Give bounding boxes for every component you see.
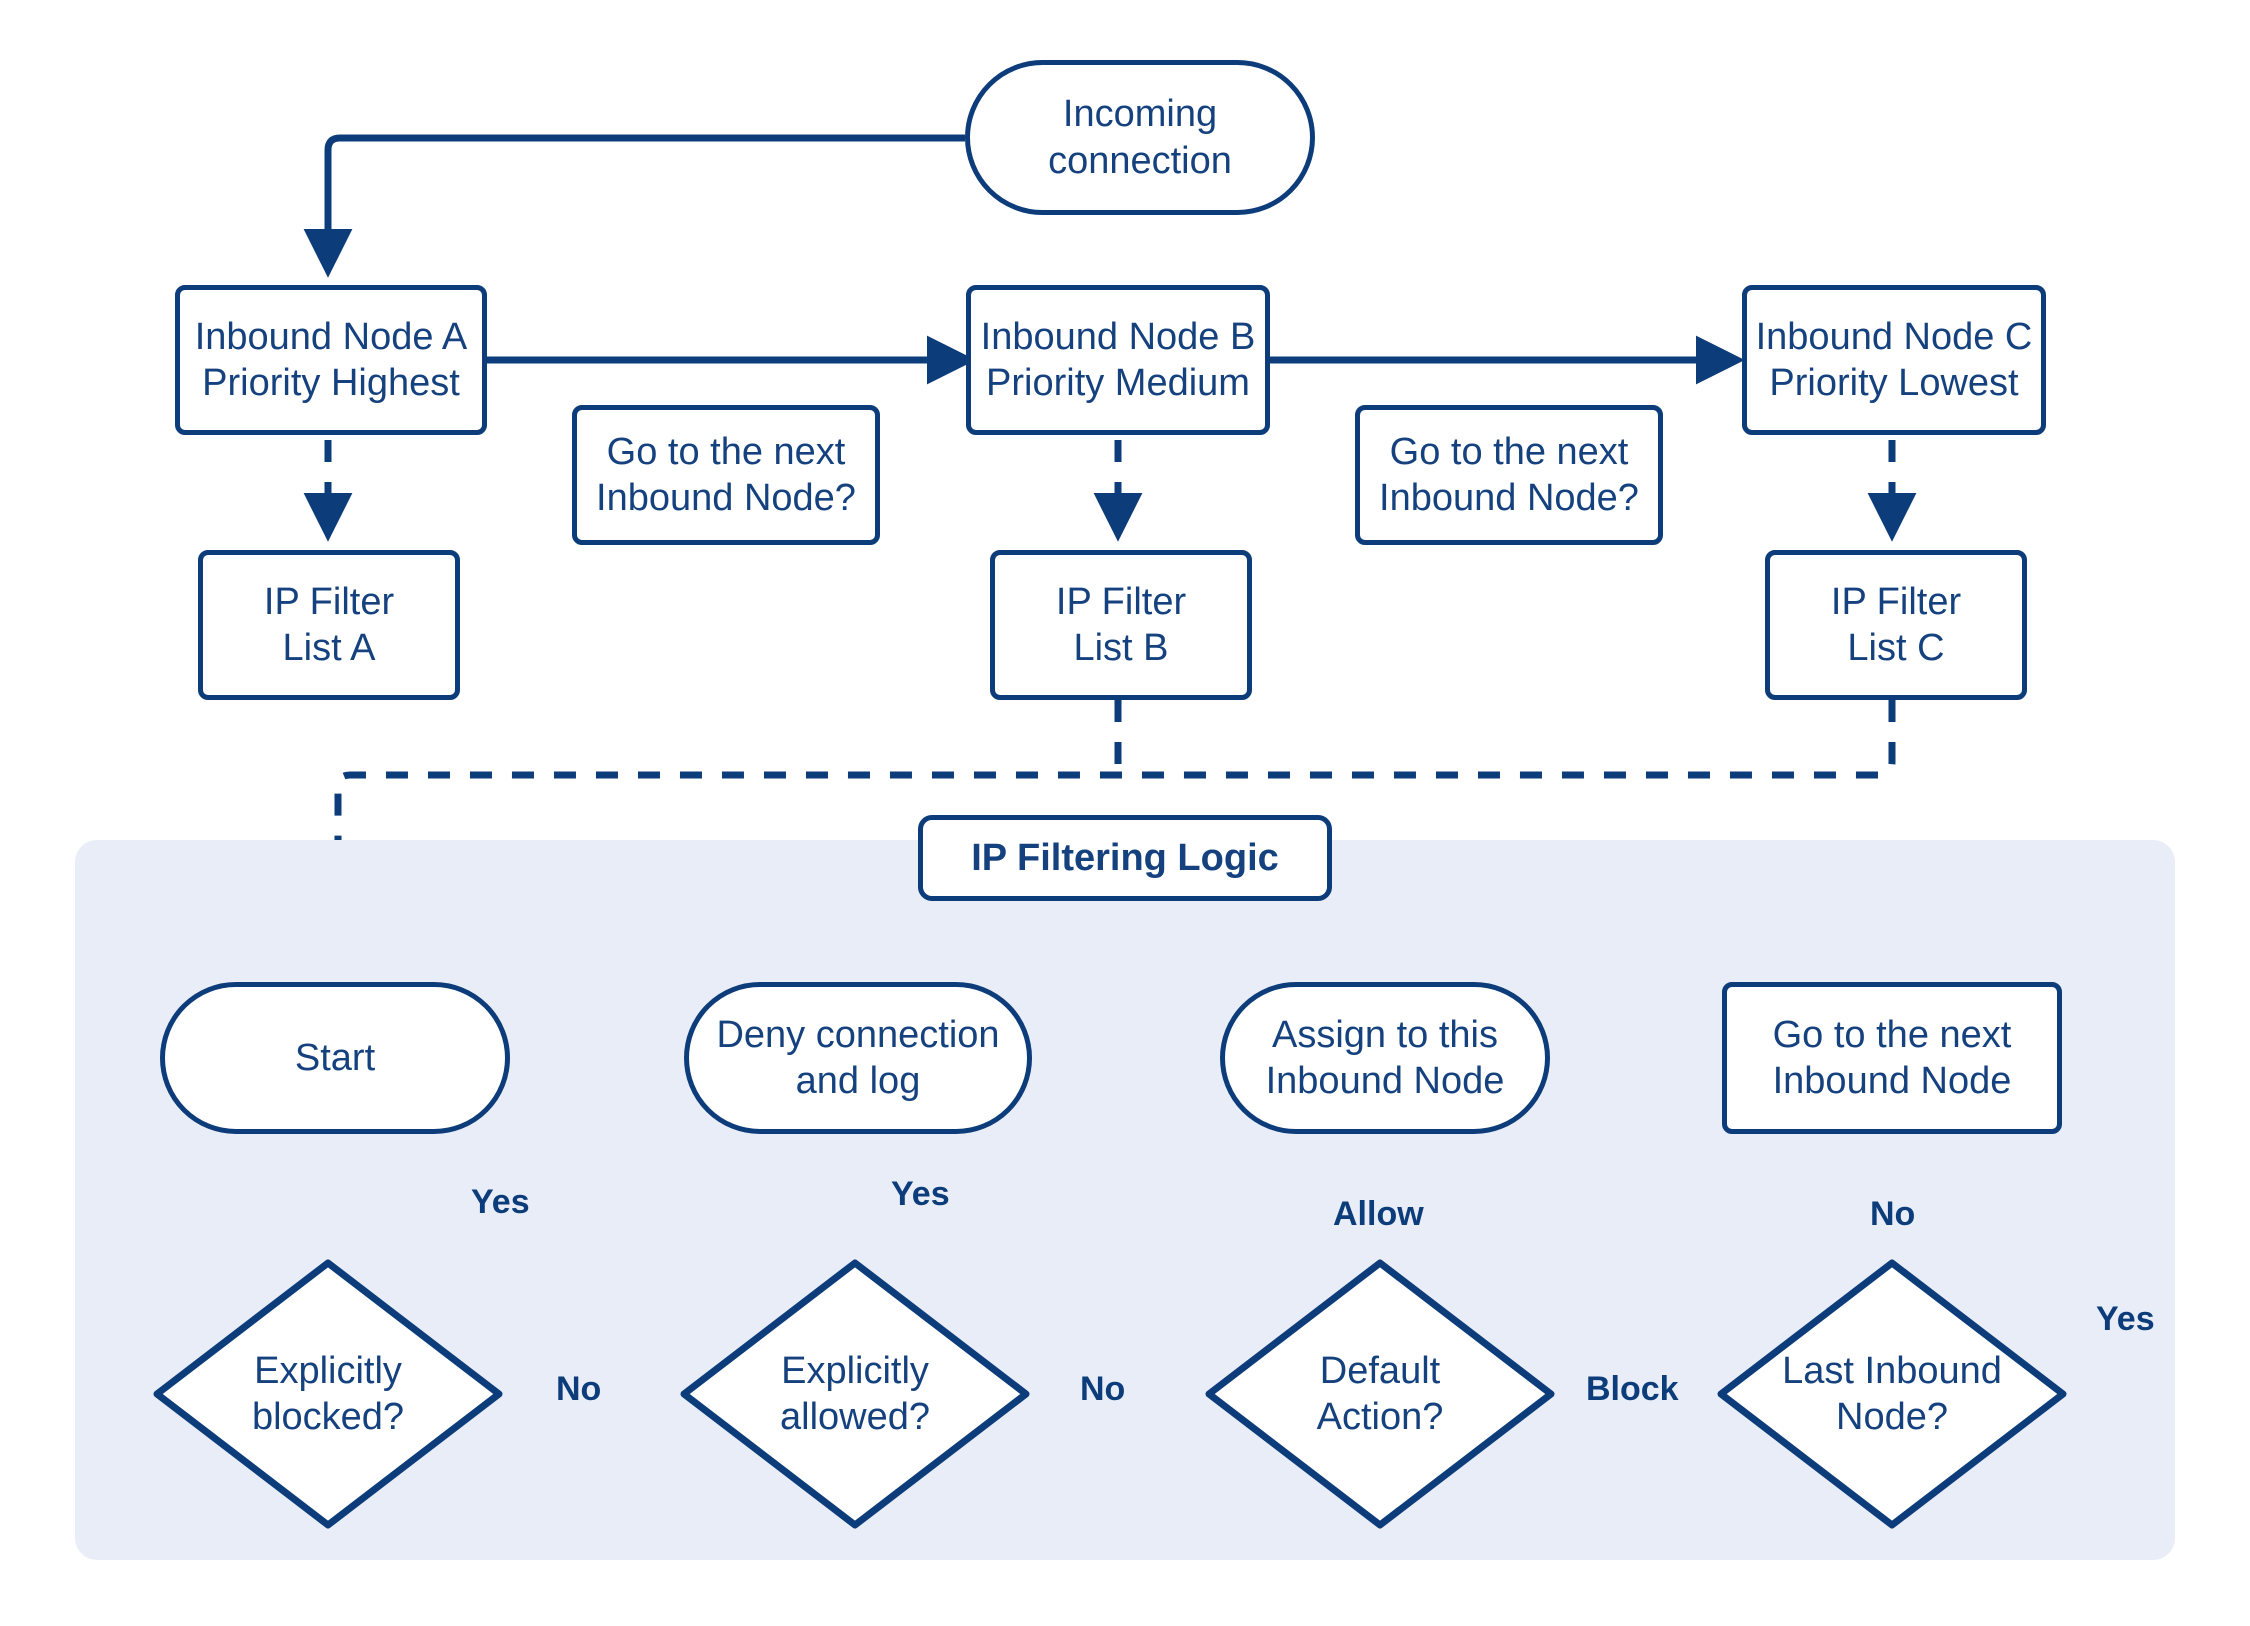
- node-start[interactable]: Start: [160, 982, 510, 1134]
- node-ip-filter-list-b[interactable]: IP Filter List B: [990, 550, 1252, 700]
- diamond-shape: [153, 1259, 503, 1529]
- edge-label-last-yes: Yes: [2088, 1300, 2163, 1339]
- edge-label-allowed-no: No: [1072, 1370, 1134, 1409]
- edge-label-last-no: No: [1862, 1195, 1924, 1234]
- node-assign-to-this-inbound-node[interactable]: Assign to this Inbound Node: [1220, 982, 1550, 1134]
- node-go-to-next-inbound-node-question-1[interactable]: Go to the next Inbound Node?: [572, 405, 880, 545]
- node-incoming-connection[interactable]: Incoming connection: [965, 60, 1315, 215]
- node-default-action[interactable]: Default Action?: [1204, 1258, 1556, 1530]
- node-last-inbound-node[interactable]: Last Inbound Node?: [1716, 1258, 2068, 1530]
- node-inbound-node-c[interactable]: Inbound Node C Priority Lowest: [1742, 285, 2046, 435]
- node-deny-connection-and-log[interactable]: Deny connection and log: [684, 982, 1032, 1134]
- diamond-shape: [1205, 1259, 1555, 1529]
- node-go-to-the-next-inbound-node[interactable]: Go to the next Inbound Node: [1722, 982, 2062, 1134]
- node-ip-filter-list-a[interactable]: IP Filter List A: [198, 550, 460, 700]
- edge-label-default-block: Block: [1578, 1370, 1687, 1409]
- node-inbound-node-b[interactable]: Inbound Node B Priority Medium: [966, 285, 1270, 435]
- node-inbound-node-a[interactable]: Inbound Node A Priority Highest: [175, 285, 487, 435]
- diamond-shape: [680, 1259, 1030, 1529]
- node-ip-filter-list-c[interactable]: IP Filter List C: [1765, 550, 2027, 700]
- edge-label-blocked-no: No: [548, 1370, 610, 1409]
- diamond-shape: [1717, 1259, 2067, 1529]
- node-explicitly-allowed[interactable]: Explicitly allowed?: [679, 1258, 1031, 1530]
- edge-label-allowed-yes: Yes: [883, 1175, 958, 1214]
- node-explicitly-blocked[interactable]: Explicitly blocked?: [152, 1258, 504, 1530]
- node-go-to-next-inbound-node-question-2[interactable]: Go to the next Inbound Node?: [1355, 405, 1663, 545]
- edge-incoming-to-node-a: [303, 134, 965, 278]
- edge-label-blocked-yes: Yes: [463, 1183, 538, 1222]
- panel-label-ip-filtering-logic: IP Filtering Logic: [918, 815, 1332, 901]
- edge-label-default-allow: Allow: [1325, 1195, 1432, 1234]
